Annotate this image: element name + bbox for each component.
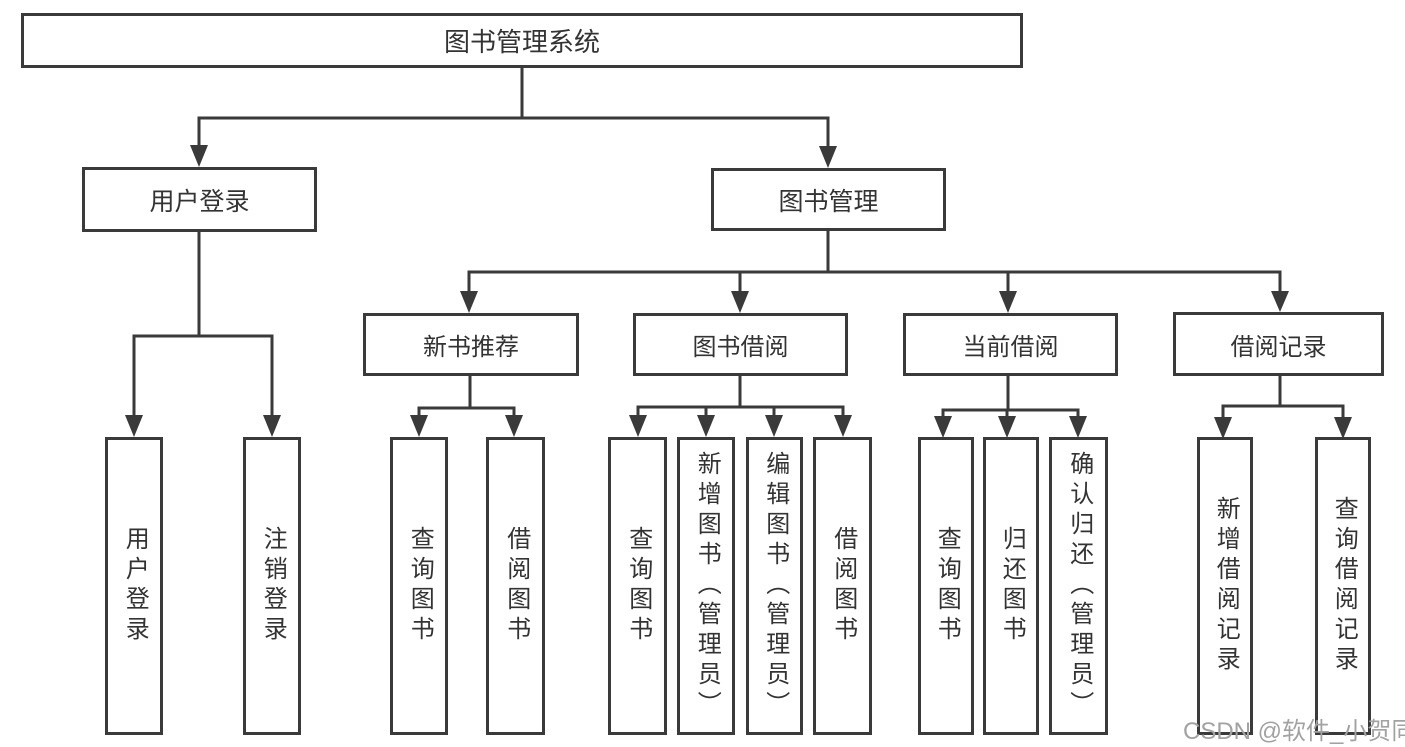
leaf-borrow-book-rec: 借阅图书: [486, 437, 545, 735]
connector-new-book-rec: [410, 374, 523, 437]
leaf-logout: 注销登录: [243, 437, 301, 735]
connector-borrow-records: [1214, 374, 1352, 439]
leaf-return-book: 归还图书: [983, 437, 1039, 735]
node-user-login: 用户登录: [82, 167, 317, 232]
leaf-query-book-borrow: 查询图书: [608, 437, 667, 735]
leaf-query-book-current: 查询图书: [918, 437, 974, 735]
node-book-mgmt-label: 图书管理: [778, 187, 879, 216]
node-root-label: 图书管理系统: [443, 27, 600, 57]
leaf-query-book-rec: 查询图书: [390, 437, 448, 735]
leaf-query-borrow-record: 查询借阅记录: [1315, 437, 1371, 735]
node-new-book-rec: 新书推荐: [363, 313, 579, 376]
node-borrow-records-label: 借阅记录: [1230, 333, 1327, 361]
leaf-add-book-admin-label: 新增图书（管理员）: [693, 451, 721, 721]
connector-book-mgmt: [460, 229, 1289, 313]
connector-current-borrow: [934, 374, 1087, 438]
node-user-login-label: 用户登录: [149, 187, 250, 216]
leaf-borrow-book: 借阅图书: [813, 437, 872, 735]
leaf-add-book-admin: 新增图书（管理员）: [677, 437, 735, 735]
leaf-confirm-return-admin: 确认归还（管理员）: [1049, 437, 1108, 735]
leaf-query-borrow-record-label: 查询借阅记录: [1330, 496, 1358, 676]
leaf-query-book-rec-label: 查询图书: [406, 526, 434, 646]
node-new-book-rec-label: 新书推荐: [423, 334, 519, 361]
node-current-borrow: 当前借阅: [903, 313, 1118, 376]
leaf-query-book-current-label: 查询图书: [933, 526, 961, 646]
leaf-borrow-book-rec-label: 借阅图书: [502, 526, 530, 646]
leaf-logout-label: 注销登录: [259, 526, 287, 646]
connector-root: [190, 65, 837, 168]
leaf-borrow-book-label: 借阅图书: [829, 526, 857, 646]
leaf-edit-book-admin: 编辑图书（管理员）: [746, 437, 803, 735]
leaf-user-login-label: 用户登录: [121, 526, 149, 646]
leaf-user-login: 用户登录: [105, 437, 163, 735]
node-root: 图书管理系统: [21, 13, 1023, 68]
node-book-borrow-label: 图书借阅: [692, 334, 789, 361]
node-book-mgmt: 图书管理: [711, 168, 946, 231]
leaf-return-book-label: 归还图书: [998, 526, 1026, 646]
node-current-borrow-label: 当前借阅: [962, 334, 1059, 361]
leaf-confirm-return-admin-label: 确认归还（管理员）: [1065, 451, 1093, 721]
connector-user-login: [125, 230, 281, 437]
node-book-borrow: 图书借阅: [633, 313, 848, 376]
leaf-query-book-borrow-label: 查询图书: [624, 526, 652, 646]
connector-book-borrow: [629, 374, 852, 437]
leaf-edit-book-admin-label: 编辑图书（管理员）: [761, 451, 789, 721]
csdn-watermark: CSDN @软件_小贺同学: [1183, 718, 1405, 745]
node-borrow-records: 借阅记录: [1173, 312, 1384, 376]
leaf-add-borrow-record-label: 新增借阅记录: [1212, 496, 1240, 676]
leaf-add-borrow-record: 新增借阅记录: [1197, 437, 1253, 735]
